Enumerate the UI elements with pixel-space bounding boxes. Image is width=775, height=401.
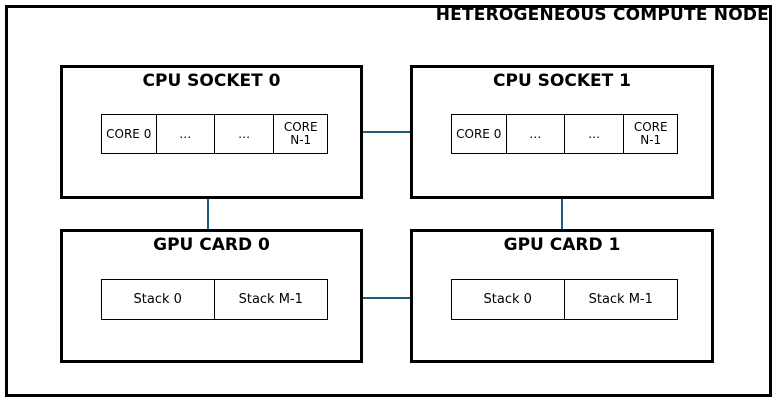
cpu-socket-0: CPU SOCKET 0 CORE 0 … … CORE N-1	[60, 65, 363, 199]
stack-cell: Stack 0	[102, 280, 215, 319]
gpu-card-0: GPU CARD 0 Stack 0 Stack M-1	[60, 229, 363, 363]
cpu1-gpu1-link	[561, 199, 563, 229]
core-cell: …	[507, 115, 565, 153]
core-cell: …	[215, 115, 275, 153]
gpu-card-1-stacks: Stack 0 Stack M-1	[451, 279, 678, 320]
gpu-card-0-title: GPU CARD 0	[153, 235, 270, 255]
core-cell: …	[565, 115, 625, 153]
gpu-card-1: GPU CARD 1 Stack 0 Stack M-1	[410, 229, 714, 363]
core-cell: CORE N-1	[283, 120, 318, 147]
core-cell: CORE 0	[452, 115, 507, 153]
gpu-interconnect-link	[363, 297, 410, 299]
compute-node-frame	[5, 5, 772, 397]
node-title: HETEROGENEOUS COMPUTE NODE	[435, 5, 769, 25]
gpu-card-1-title: GPU CARD 1	[503, 235, 621, 255]
core-cell: CORE 0	[102, 115, 157, 153]
cpu0-gpu0-link	[207, 199, 209, 229]
core-cell: CORE N-1	[633, 120, 668, 147]
stack-cell: Stack M-1	[238, 292, 303, 307]
cpu-socket-0-title: CPU SOCKET 0	[142, 71, 281, 91]
gpu-card-0-stacks: Stack 0 Stack M-1	[101, 279, 328, 320]
stack-cell: Stack M-1	[588, 292, 653, 307]
stack-cell: Stack 0	[452, 280, 565, 319]
cpu-socket-1-title: CPU SOCKET 1	[493, 71, 631, 91]
cpu-interconnect-link	[363, 131, 410, 133]
cpu-socket-1-cores: CORE 0 … … CORE N-1	[451, 114, 678, 154]
core-cell: …	[157, 115, 215, 153]
cpu-socket-0-cores: CORE 0 … … CORE N-1	[101, 114, 328, 154]
cpu-socket-1: CPU SOCKET 1 CORE 0 … … CORE N-1	[410, 65, 714, 199]
